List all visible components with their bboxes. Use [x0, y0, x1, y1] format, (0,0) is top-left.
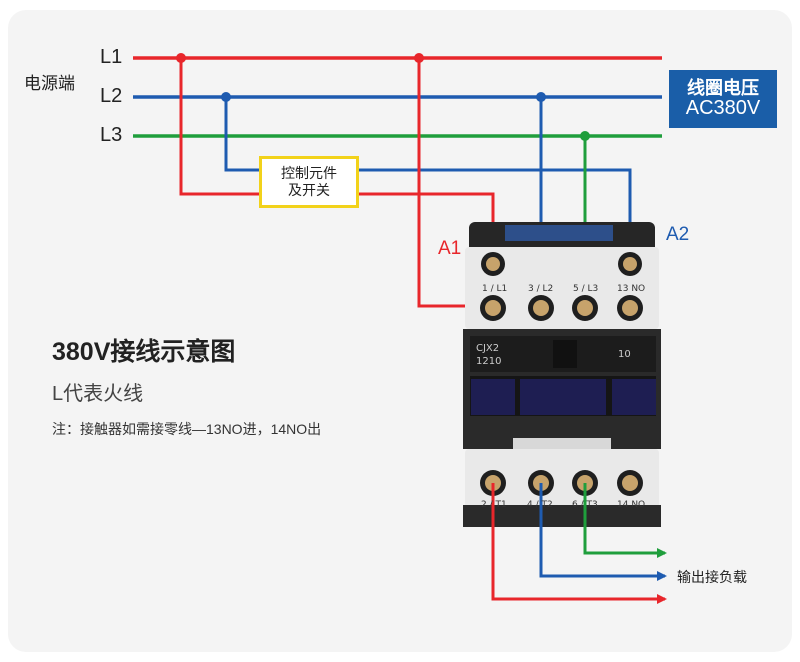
contactor: [463, 222, 661, 527]
terminal-label-top: 13 NO: [617, 284, 646, 294]
contactor-model-line1: CJX2: [476, 343, 500, 354]
control-feed-l2-wire: [224, 97, 260, 172]
load-output-label: 输出接负载: [677, 569, 747, 585]
contactor-top-label-strip: [505, 225, 613, 241]
terminal-label-top: 5 / L3: [573, 284, 599, 294]
coil-voltage-title: 线圈电压: [687, 78, 759, 99]
a2-label: A2: [666, 224, 690, 245]
coil-voltage-value: AC380V: [685, 96, 761, 119]
junction-dot: [580, 131, 590, 141]
output-l1-wire: [491, 483, 667, 604]
contactor-terminal-row-bottom: [465, 449, 659, 513]
contactor-slider: [553, 340, 577, 368]
control-component-line2: 及开关: [288, 182, 330, 198]
contactor-window-center: [520, 379, 606, 415]
line-l1-label: L1: [100, 46, 123, 68]
terminal-label-bottom: 14 NO: [617, 500, 646, 510]
background-panel: [8, 10, 792, 652]
diagram-title: 380V接线示意图: [52, 338, 236, 366]
output-l2-wire: [539, 483, 667, 581]
diagram-note: 注：接触器如需接零线—13NO进，14NO出: [52, 421, 322, 437]
terminal-label-top: 3 / L2: [528, 284, 554, 294]
control-feed-l1-wire: [179, 58, 260, 196]
contactor-terminal-row-top: [465, 247, 659, 329]
terminal-label-bottom: 6 / T3: [572, 500, 598, 510]
power-source-label: 电源端: [24, 74, 75, 93]
junction-dot: [221, 92, 231, 102]
junction-dot: [414, 53, 424, 63]
line-l2-label: L2: [100, 85, 123, 107]
control-component-line1: 控制元件: [281, 164, 337, 181]
a2-wire: [359, 168, 632, 244]
terminal-label-bottom: 4 / T2: [527, 500, 553, 510]
contactor-window-right: [612, 379, 656, 415]
junction-dot: [176, 53, 186, 63]
terminal-label-bottom: 2 / T1: [481, 500, 507, 510]
contactor-bottom-housing: [463, 505, 661, 527]
coil-voltage-box: 线圈电压 AC380V: [669, 70, 777, 128]
junction-dot: [536, 92, 546, 102]
line-l3-label: L3: [100, 124, 123, 146]
diagram-subtitle: L代表火线: [52, 383, 144, 405]
contactor-aux-label: 10: [618, 349, 631, 360]
a1-label: A1: [438, 238, 462, 259]
terminal-label-top: 1 / L1: [482, 284, 508, 294]
output-l3-wire: [583, 483, 667, 558]
contactor-model-line2: 1210: [476, 356, 502, 367]
control-component-box: 控制元件 及开关: [259, 156, 359, 208]
contactor-window-left: [471, 379, 515, 415]
terminal-screws-top: [480, 252, 643, 321]
